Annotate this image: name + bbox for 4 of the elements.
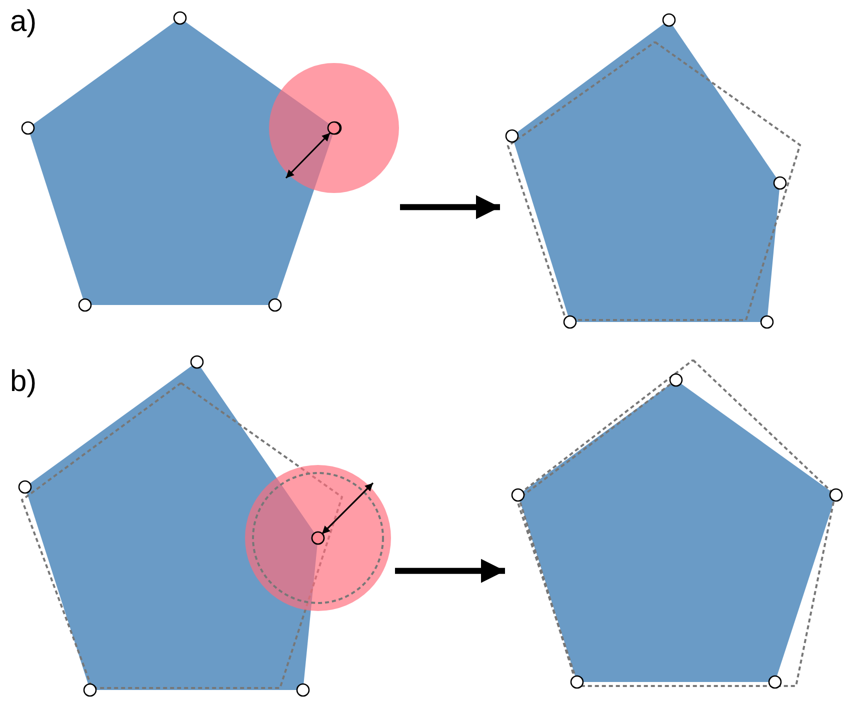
panel-label: b) — [10, 366, 37, 398]
panel-label: a) — [10, 6, 37, 38]
arrow — [400, 195, 500, 220]
arrow — [395, 558, 505, 583]
